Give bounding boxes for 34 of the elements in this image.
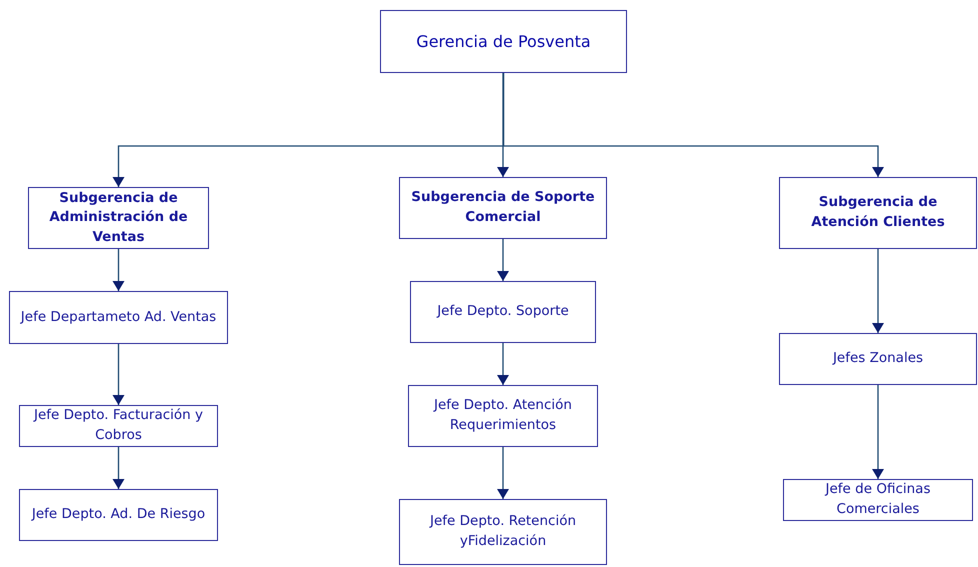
org-box [19, 489, 218, 541]
org-box [19, 405, 218, 447]
org-box [9, 291, 228, 344]
arrow [497, 73, 509, 177]
arrow [112, 447, 124, 489]
box-label: Subgerencia de Administración de Ventas [48, 188, 189, 247]
org-box [783, 479, 973, 521]
title-box [380, 10, 627, 73]
arrow [112, 344, 124, 405]
box-label: Jefe Depto. Atención Requerimientos [432, 396, 573, 435]
org-box [779, 333, 977, 385]
box-label: Jefe Departameto Ad. Ventas [20, 308, 216, 327]
org-box [399, 177, 607, 239]
box-label: Jefe Depto. Soporte [437, 302, 569, 322]
org-box [410, 281, 596, 343]
box-label: Gerencia de Posventa [416, 30, 591, 53]
arrow [497, 343, 509, 385]
box-label: Subgerencia de Atención Clientes [810, 193, 946, 232]
arrow [497, 239, 509, 281]
box-label: Jefes Zonales [832, 349, 924, 368]
box-label: Subgerencia de Soporte Comercial [410, 188, 596, 227]
box-label: Jefe Depto. Ad. De Riesgo [32, 505, 206, 524]
arrow [497, 447, 509, 499]
org-box [399, 499, 607, 565]
arrow [502, 73, 884, 177]
box-label: Jefe Depto. Retención yFidelización [428, 512, 578, 551]
org-box [28, 187, 209, 249]
arrow [872, 249, 884, 333]
box-label: Jefe Depto. Facturación y Cobros [32, 406, 204, 445]
org-box [779, 177, 977, 249]
arrow [872, 385, 884, 479]
org-box [408, 385, 598, 447]
arrow [112, 249, 124, 291]
box-label: Jefe de Oficinas Comerciales [824, 480, 932, 519]
